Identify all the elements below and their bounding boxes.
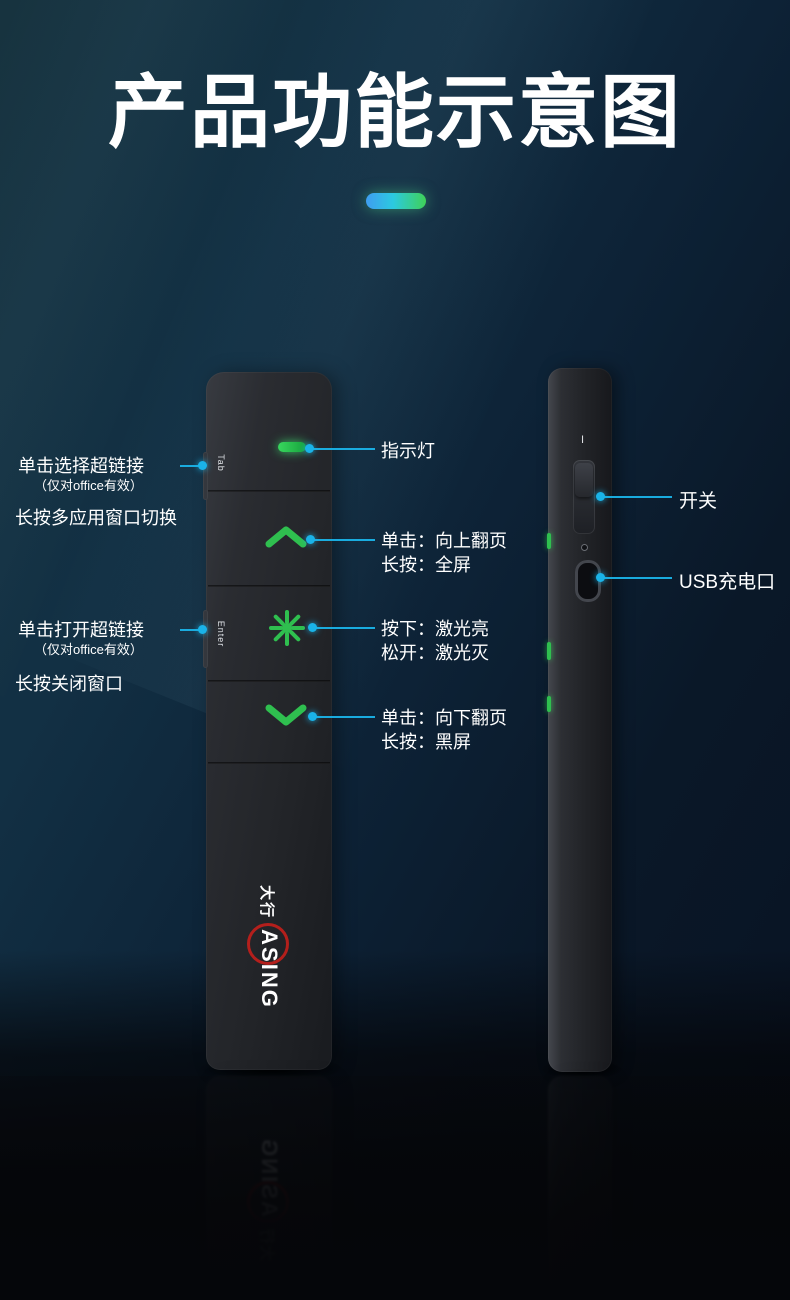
callout-hyperlink-open-note: （仅对office有效） [34,642,143,657]
enter-label: Enter [216,620,226,648]
brand-logo: 大行 ASING [206,872,332,1022]
tab-label: Tab [216,454,226,472]
panel-seam [208,490,330,492]
callout-dot [306,535,315,544]
callout-line [604,496,672,498]
page-title: 产品功能示意图 [108,68,682,157]
title-divider [366,193,426,209]
side-green-accent [547,696,551,712]
reflection-fade [0,1076,790,1300]
callout-dot [596,573,605,582]
callout-line [316,716,375,718]
callout-dot [308,623,317,632]
callout-hyperlink-open: 单击打开超链接 [18,620,144,640]
callout-indicator: 指示灯 [381,441,435,461]
callout-page-down-2: 长按：黑屏 [381,732,471,752]
laser-icon [269,610,305,651]
chevron-down-icon [264,702,308,733]
callout-usb: USB充电口 [679,572,776,593]
callout-page-up-2: 长按：全屏 [381,555,471,575]
side-green-accent [547,642,551,660]
callout-dot [596,492,605,501]
callout-window-switch: 长按多应用窗口切换 [15,508,177,528]
callout-power: 开关 [679,491,718,512]
side-green-accent [547,533,551,549]
brand-name-cn: 大行 [257,885,275,920]
chevron-up-icon [264,524,308,555]
panel-seam [208,585,330,587]
callout-line [313,448,375,450]
callout-line [316,627,375,629]
callout-dot [198,461,207,470]
callout-line [314,539,375,541]
callout-line [180,465,201,467]
pin-hole [581,544,588,551]
indicator-light [278,442,306,452]
callout-page-up-1: 单击：向上翻页 [381,531,507,551]
callout-dot [308,712,317,721]
power-on-mark: I [581,434,585,446]
callout-window-close: 长按关闭窗口 [15,674,123,694]
callout-dot [198,625,207,634]
callout-laser-2: 松开：激光灭 [381,643,489,663]
callout-line [180,629,201,631]
panel-seam [208,762,330,764]
callout-hyperlink-select: 单击选择超链接 [18,456,144,476]
presenter-side-view: I [547,368,612,1072]
usb-port [575,560,601,602]
power-switch-knob [575,463,593,497]
presenter-front-view: Tab Enter 大行 ASING [203,372,332,1070]
brand-name-en: ASING [256,929,282,1009]
panel-seam [208,680,330,682]
enter-side-button [203,610,208,668]
power-switch [573,460,595,534]
callout-page-down-1: 单击：向下翻页 [381,708,507,728]
callout-line [604,577,672,579]
tab-side-button [203,452,208,500]
callout-laser-1: 按下：激光亮 [381,619,489,639]
brand-ring-logo [247,923,289,965]
callout-dot [305,444,314,453]
callout-hyperlink-select-note: （仅对office有效） [34,478,143,493]
